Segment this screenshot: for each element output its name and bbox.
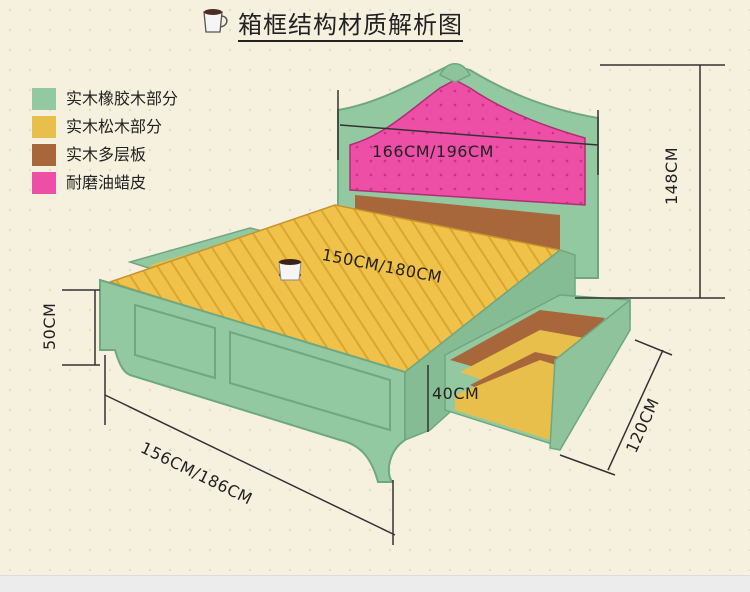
legend-label: 实木橡胶木部分 bbox=[66, 89, 179, 108]
headboard-crest bbox=[438, 63, 472, 83]
dim-drawer-height: 40CM bbox=[432, 384, 480, 403]
side-drawer-open bbox=[444, 294, 631, 451]
legend-swatch bbox=[32, 88, 56, 110]
page-title-wrap: 箱框结构材质解析图 bbox=[200, 6, 463, 46]
legend-item-rubberwood: 实木橡胶木部分 bbox=[32, 88, 178, 110]
page-title: 箱框结构材质解析图 bbox=[238, 11, 463, 42]
legend-swatch bbox=[32, 172, 56, 194]
footboard bbox=[99, 278, 406, 483]
headboard-board bbox=[355, 195, 560, 250]
legend-item-pine: 实木松木部分 bbox=[32, 116, 178, 138]
cup-decoration bbox=[278, 259, 302, 281]
legend-label: 实木松木部分 bbox=[66, 117, 163, 136]
footer-strip bbox=[0, 575, 750, 592]
dim-headboard-width: 166CM/196CM bbox=[372, 142, 494, 161]
material-legend: 实木橡胶木部分 实木松木部分 实木多层板 耐磨油蜡皮 bbox=[32, 88, 178, 200]
legend-label: 实木多层板 bbox=[66, 145, 147, 164]
legend-swatch bbox=[32, 116, 56, 138]
coffee-cup-icon bbox=[203, 9, 228, 33]
legend-label: 耐磨油蜡皮 bbox=[66, 173, 147, 192]
dim-height: 148CM bbox=[662, 146, 681, 205]
dimension-lines bbox=[62, 64, 725, 545]
legend-item-leather: 耐磨油蜡皮 bbox=[32, 172, 178, 194]
legend-item-plywood: 实木多层板 bbox=[32, 144, 178, 166]
dim-frame-height: 50CM bbox=[40, 302, 59, 350]
legend-swatch bbox=[32, 144, 56, 166]
